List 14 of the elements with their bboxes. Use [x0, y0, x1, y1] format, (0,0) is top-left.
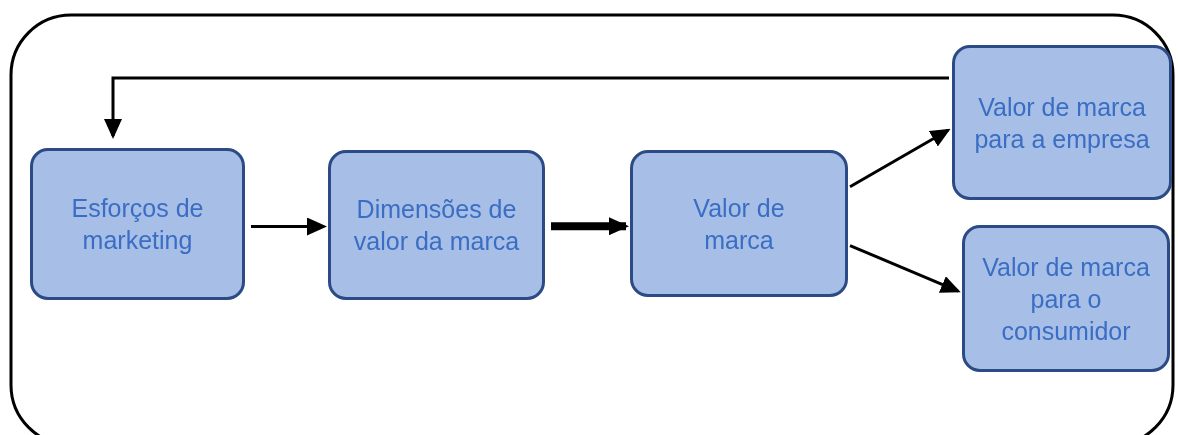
- arrow: [849, 128, 951, 189]
- process-box: [328, 150, 545, 300]
- process-box: [952, 45, 1172, 200]
- box-label: Valor de marca para a empresa: [973, 91, 1151, 155]
- process-box: [962, 225, 1170, 372]
- arrow: [251, 217, 327, 236]
- box-label: Dimensões de valor da marca: [352, 194, 521, 257]
- arrow: [104, 76, 949, 139]
- arrow: [849, 244, 961, 293]
- box-label: Valor de marca para o consumidor: [981, 251, 1151, 347]
- process-box: [630, 150, 848, 297]
- box-label: Esforços de marketing: [70, 193, 205, 256]
- process-box: [30, 148, 245, 300]
- box-label: Valor de marca: [692, 192, 786, 256]
